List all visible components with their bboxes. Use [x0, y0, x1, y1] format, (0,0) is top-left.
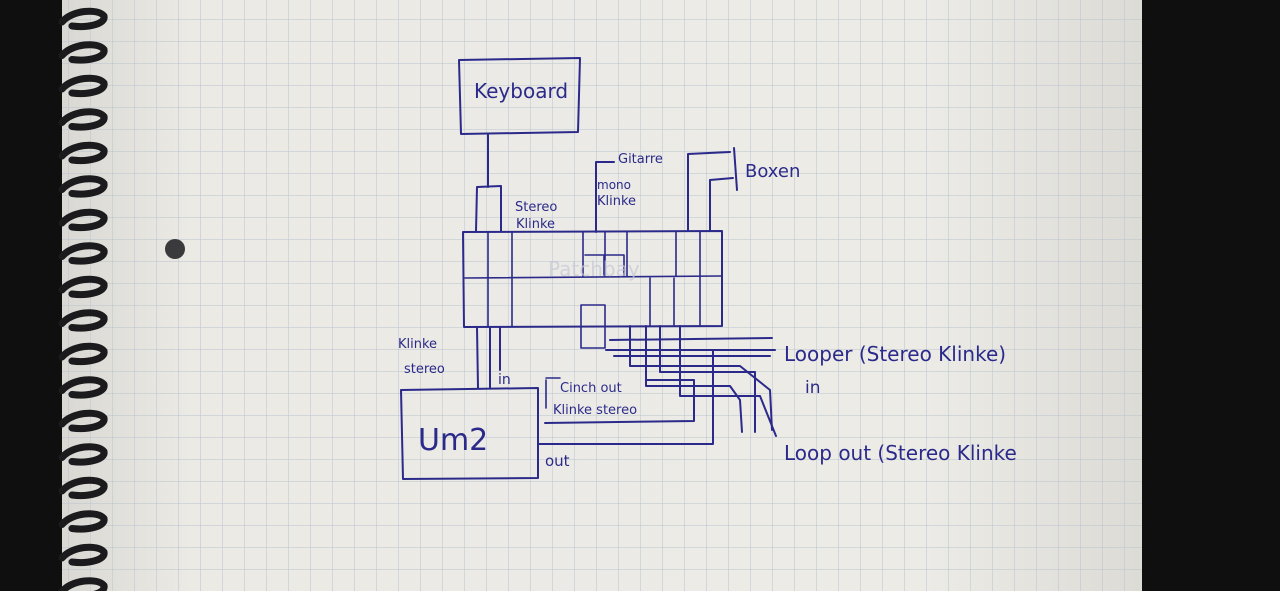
paper-sheet [62, 0, 1142, 591]
klinke-stereo-label-2: stereo [404, 362, 445, 377]
spiral-ring [58, 309, 108, 332]
looper-in-label: Looper (Stereo Klinke) [784, 342, 1006, 366]
boxen-label: Boxen [745, 161, 800, 182]
stereo-klinke-label-2: Klinke [516, 217, 555, 232]
spiral-ring [58, 208, 108, 231]
um2-node: Um2 [400, 387, 539, 480]
spiral-ring [58, 409, 108, 432]
gitarre-cable [595, 161, 615, 233]
spiral-ring [58, 275, 108, 298]
spiral-ring [58, 577, 108, 591]
loop-out-label: Loop out (Stereo Klinke [784, 441, 1017, 465]
stereo-jack-plug [475, 185, 502, 232]
punch-hole [165, 239, 185, 259]
spiral-ring [58, 543, 108, 566]
klinke-stereo-mid-label: Klinke stereo [553, 403, 637, 418]
spiral-ring [58, 443, 108, 466]
looper-in-cables [605, 325, 777, 437]
spiral-ring [58, 141, 108, 164]
spiral-ring [58, 7, 108, 30]
spiral-ring [58, 41, 108, 64]
keyboard-label: Keyboard [474, 79, 568, 103]
mono-klinke-label-2: Klinke [597, 194, 636, 209]
um2-label: Um2 [418, 423, 488, 458]
spiral-ring [58, 342, 108, 365]
gitarre-label: Gitarre [618, 152, 663, 167]
spiral-ring [58, 242, 108, 265]
keyboard-node: Keyboard [458, 57, 581, 188]
patchbay-faint-label: Patchbay [548, 257, 640, 281]
patchbay-node: Patchbay [462, 230, 723, 349]
spiral-ring [58, 108, 108, 131]
boxen-cables [687, 147, 738, 232]
spiral-ring [58, 376, 108, 399]
looper-in-sub-label: in [805, 378, 821, 398]
spiral-ring [58, 476, 108, 499]
spiral-ring [58, 74, 108, 97]
spiral-ring [58, 510, 108, 533]
out-label: out [545, 452, 570, 470]
spiral-binding [58, 7, 108, 591]
in-label: in [498, 372, 511, 388]
stereo-klinke-label-1: Stereo [515, 200, 557, 215]
spiral-ring [58, 175, 108, 198]
mono-klinke-label-1: mono [597, 178, 631, 192]
cinch-out-label: Cinch out [560, 381, 622, 396]
um2-input-cable [476, 326, 501, 389]
klinke-stereo-label-1: Klinke [398, 337, 437, 352]
